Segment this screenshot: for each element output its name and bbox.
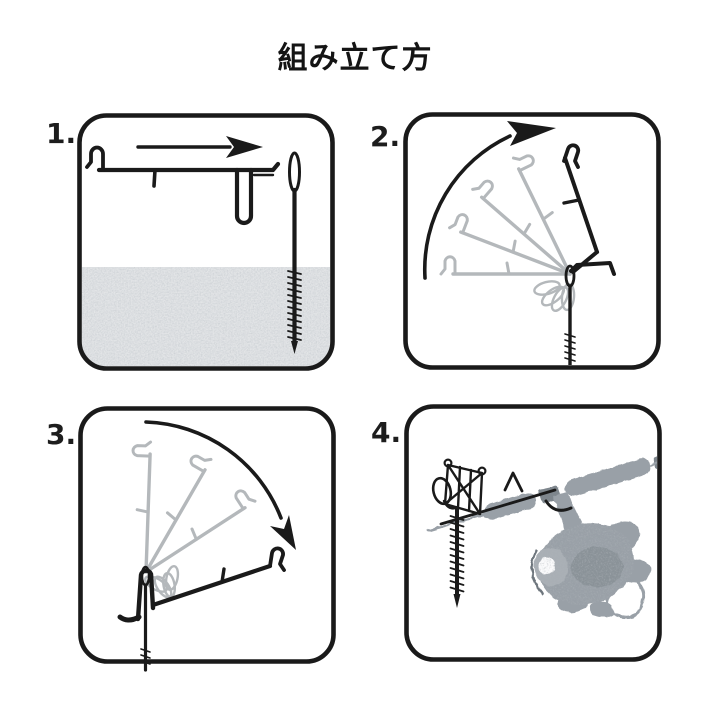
screw-stake <box>449 506 465 608</box>
ground-screw-stake <box>287 151 302 354</box>
screw-stake <box>140 583 151 672</box>
step-2-illustration <box>403 112 661 370</box>
rotate-down-arrow-icon <box>144 420 296 550</box>
rotate-up-arrow-icon <box>422 121 556 280</box>
step-2-number: 2. <box>370 120 401 153</box>
ghost-arm-positions <box>127 439 257 574</box>
step-4-number: 4. <box>371 416 402 449</box>
rod-rest-arm <box>85 145 281 226</box>
step-2-panel <box>403 112 661 370</box>
step-4-panel <box>404 404 662 662</box>
step-4-illustration <box>404 404 662 662</box>
page-title: 組み立て方 <box>277 41 433 76</box>
spinning-reel <box>530 492 651 619</box>
step-1-illustration <box>77 113 335 371</box>
rod-rest-arm-raised <box>562 143 616 276</box>
step-1-panel <box>77 113 335 371</box>
fishing-rod <box>427 453 657 532</box>
slide-direction-arrow-icon <box>136 136 263 158</box>
step-3-panel <box>78 406 336 672</box>
step-3-number: 3. <box>46 418 77 451</box>
step-3-illustration <box>78 406 336 672</box>
step-1-number: 1. <box>46 117 77 150</box>
screw-stake <box>564 264 576 365</box>
